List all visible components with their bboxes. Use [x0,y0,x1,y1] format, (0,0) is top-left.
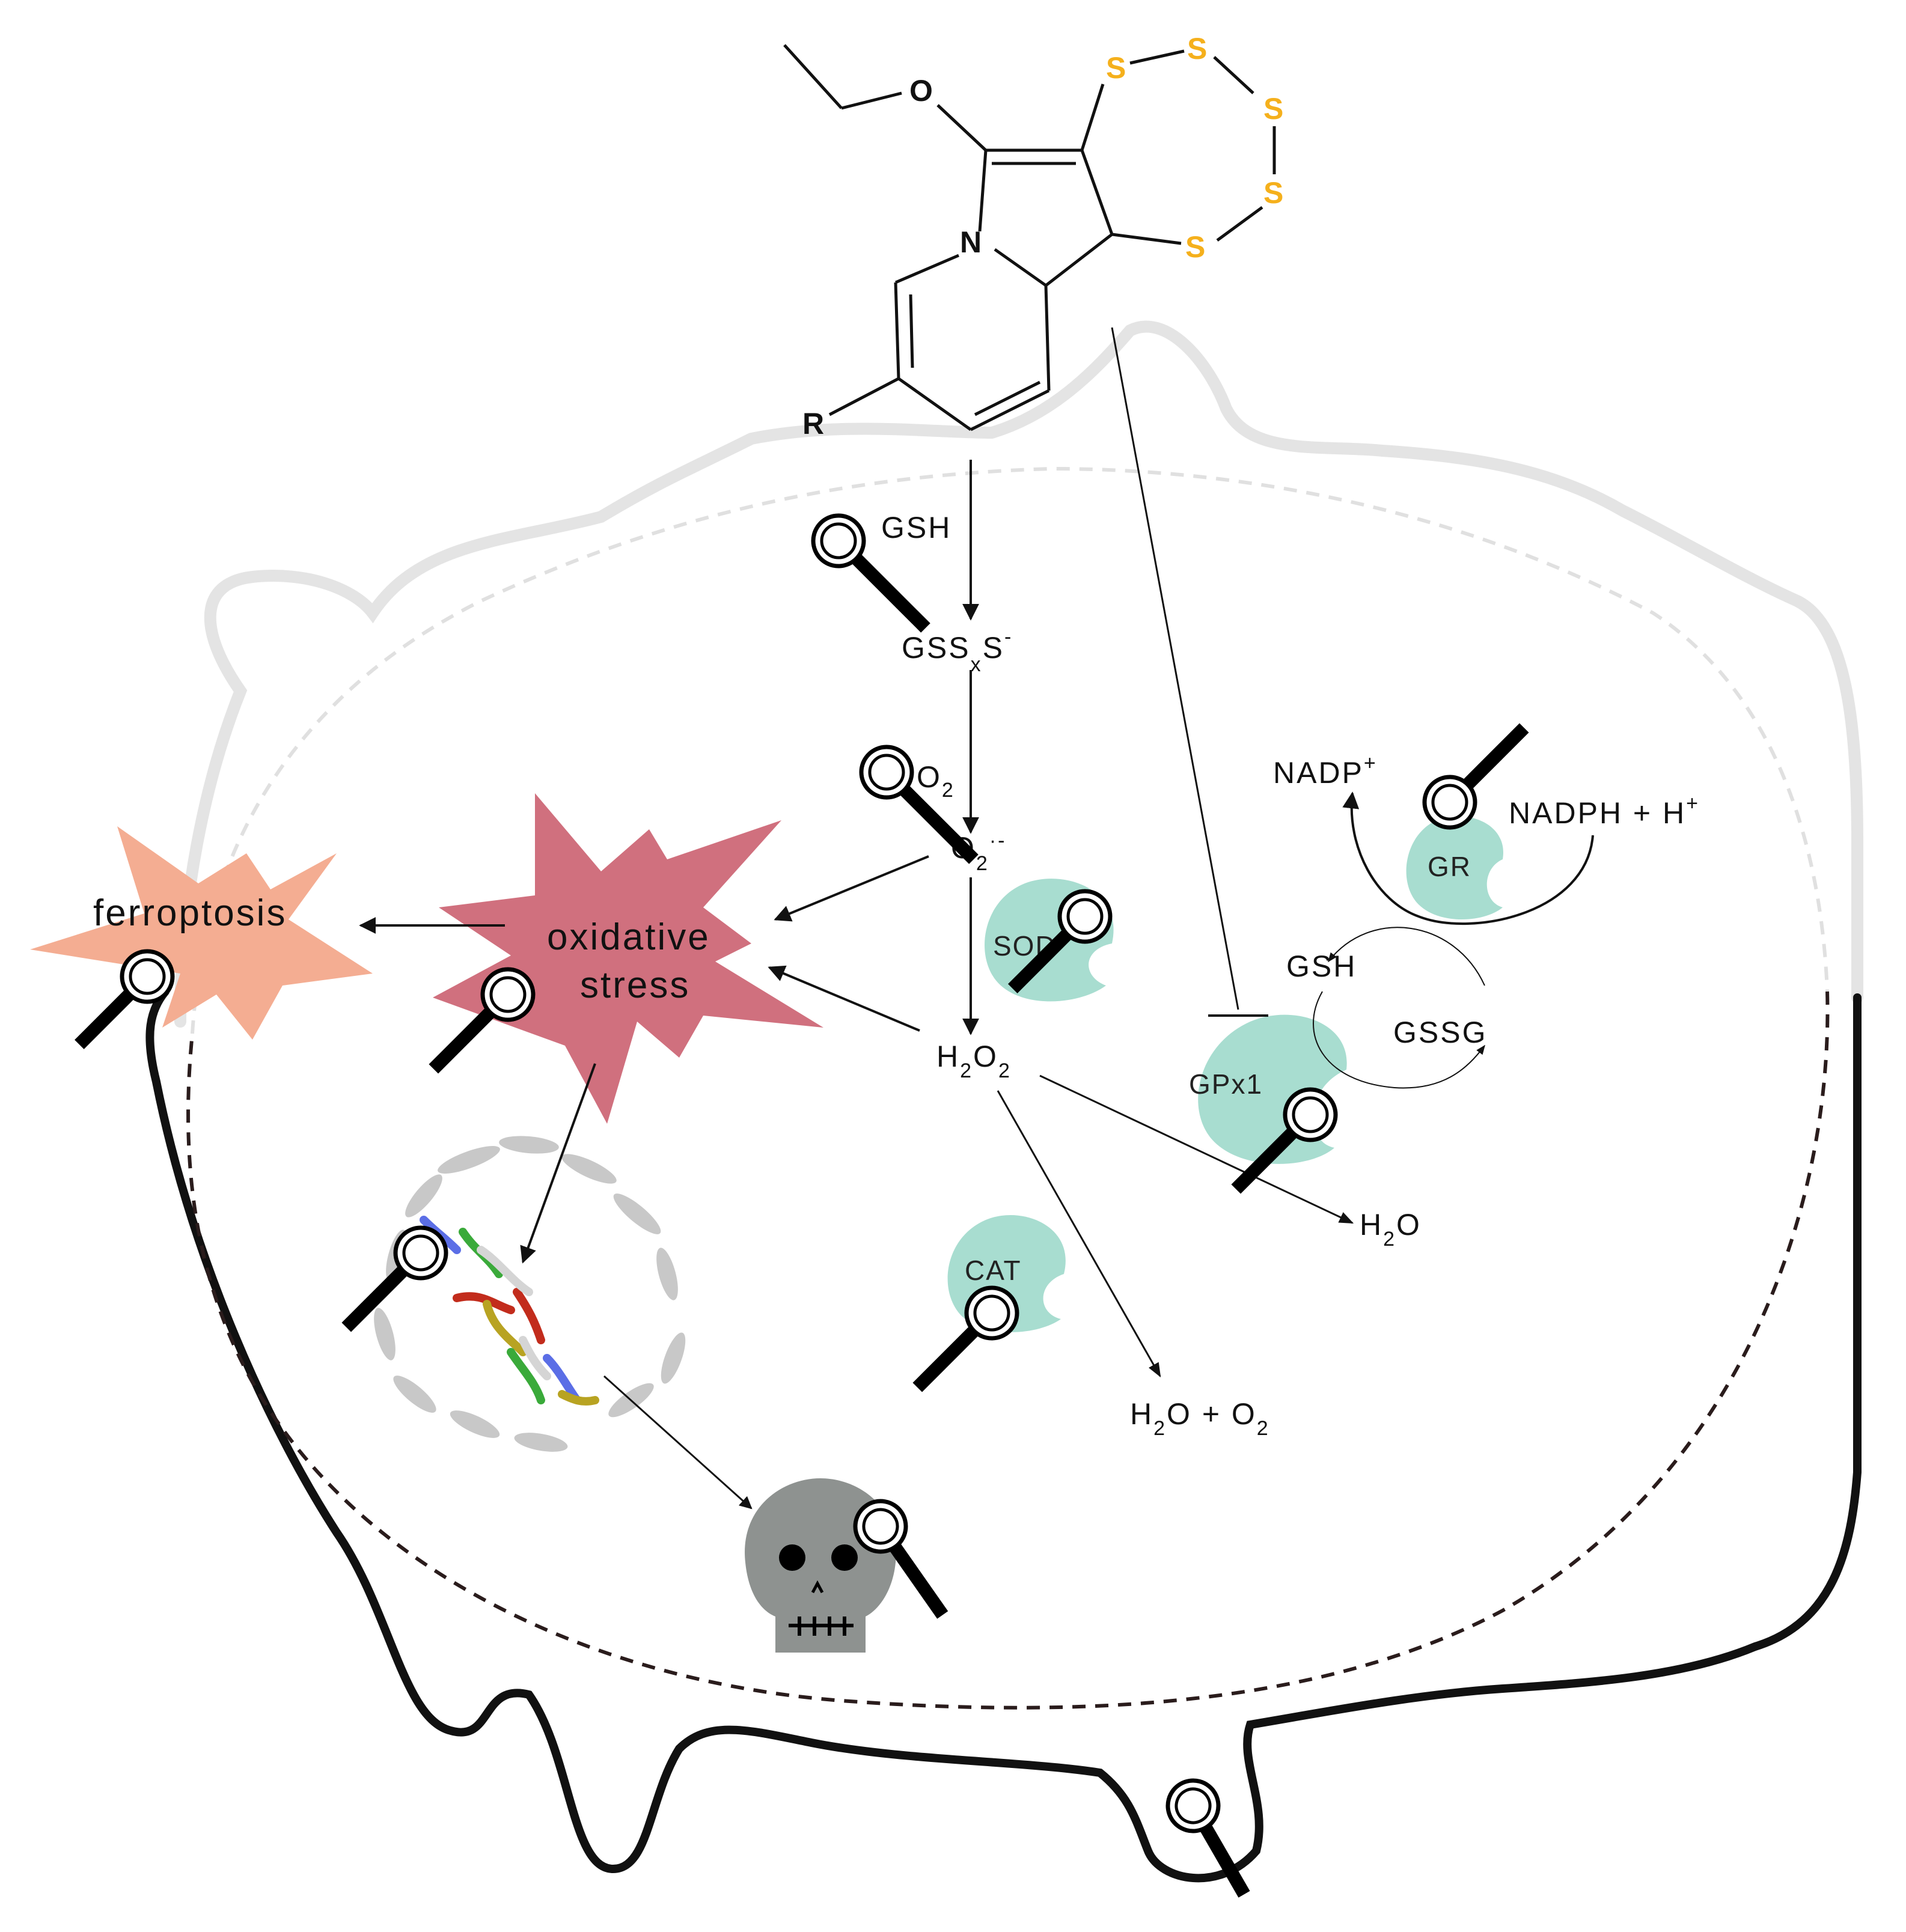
h2o2-sub1: 2 [960,1059,973,1082]
membrane-dark-segment [145,987,1862,1883]
water-sub: 2 [1383,1228,1396,1251]
nadp-label: NADP+ [1273,752,1378,790]
magnifier-icon [811,513,930,633]
gssxs-base: GSS [902,631,971,665]
ferroptosis-burst [30,826,373,1040]
dna-helix [420,1216,599,1406]
water-h: H [1360,1208,1383,1242]
outcome-labels: oxidative stress ferroptosis [93,892,710,1006]
r-group: R [802,407,824,440]
h2o2-h: H [936,1040,960,1073]
membrane-light-segment [174,320,1863,1028]
cell-membrane [145,320,1863,1883]
sulfur-atom-4: S [1263,176,1283,210]
cat-products-label: H2O + O2 [1130,1397,1270,1440]
magnifier-icon [429,967,536,1074]
cat-products-sub1: 2 [1153,1417,1167,1440]
arrow-h2o2-to-oxidative-stress [768,965,920,1032]
arrow-gssg-to-gsh-cycle [1328,927,1485,986]
superoxide-subscript: 2 [976,852,989,875]
gssxs-label: GSSxS- [902,626,1013,676]
gssg-label: GSSG [1393,1016,1487,1049]
sulfur-atom-1: S [1106,51,1126,85]
gssxs-subscript: x [971,653,983,676]
magnifier-icon [1008,889,1113,993]
arrow-h2o2-to-water-gpx [1039,1074,1354,1224]
o2-subscript: 2 [942,779,955,802]
water-label: H2O [1360,1208,1422,1251]
sulfur-atom-5: S [1185,230,1205,264]
magnifier-icons [75,513,1529,1898]
nadph-base: NADPH + H [1509,796,1686,830]
arrow-gsh-to-gssg-cycle [1313,991,1485,1089]
superoxide-charge: ·- [989,829,1007,852]
oxidative-stress-burst [433,793,823,1124]
magnifier-icon [341,1225,448,1332]
h2o2-o: O [973,1040,998,1073]
magnifier-icon [859,745,979,864]
cat-products-o: O + O [1167,1397,1257,1431]
pathway-arrows [359,327,1594,1510]
oxidative-stress-label-line1: oxidative [547,916,710,958]
cat-products-h: H [1130,1397,1153,1431]
nadp-base: NADP [1273,756,1364,790]
h2o2-label: H2O2 [936,1040,1012,1082]
nadp-charge: + [1364,752,1378,775]
ferroptosis-label: ferroptosis [93,892,287,934]
gsh-cycle-label: GSH [1286,949,1357,983]
water-o: O [1396,1208,1422,1242]
h2o2-sub2: 2 [998,1059,1012,1082]
gsh-reagent-label: GSH [881,511,951,544]
nadph-charge: + [1686,792,1700,815]
sulfur-atom-2: S [1187,32,1207,66]
oxygen-atom: O [909,74,933,108]
trithiolane-indolizine-molecule [783,44,1276,431]
cat-label: CAT [965,1255,1022,1286]
magnifier-icon [1231,1087,1338,1194]
cat-products-sub2: 2 [1257,1417,1270,1440]
gr-label: GR [1428,851,1471,882]
nucleus [374,1136,686,1452]
arrow-gr-to-nadp [1342,791,1594,925]
arrow-dna-to-death [603,1375,753,1510]
gssxs-tail: S [983,631,1004,665]
magnifier-icon [853,1499,948,1619]
oxygen-reagent-label: O2 [917,760,955,802]
enzyme-gr: GR [1406,816,1503,919]
nitrogen-atom: N [960,225,982,259]
oxidative-stress-label-line2: stress [580,964,690,1006]
o2-base: O [917,760,942,794]
magnifier-icon [1165,1778,1250,1898]
arrow-oxidative-stress-to-dna [520,1063,596,1264]
inner-membrane-dark [186,991,1830,1710]
sulfur-atom-3: S [1263,92,1283,126]
magnifier-icon [912,1285,1019,1392]
nadph-label: NADPH + H+ [1509,792,1700,830]
inhibition-line-molecule-to-gpx1 [1111,327,1239,1010]
gpx1-label: GPx1 [1189,1068,1263,1100]
magnifier-icon [75,949,175,1049]
enzyme-gpx1: GPx1 [1189,1014,1347,1164]
gssxs-charge: - [1004,626,1013,648]
arrow-superoxide-to-oxidative-stress [774,855,929,922]
magnifier-icon [1422,723,1529,830]
arrow-h2o2-to-water-oxygen-cat [997,1090,1161,1378]
metabolite-labels: GSH GSSxS- O2 O2·- H2O2 H2O H2O + O2 NAD… [881,511,1700,1440]
molecule-atom-labels: O N R S S S S S [802,32,1283,440]
